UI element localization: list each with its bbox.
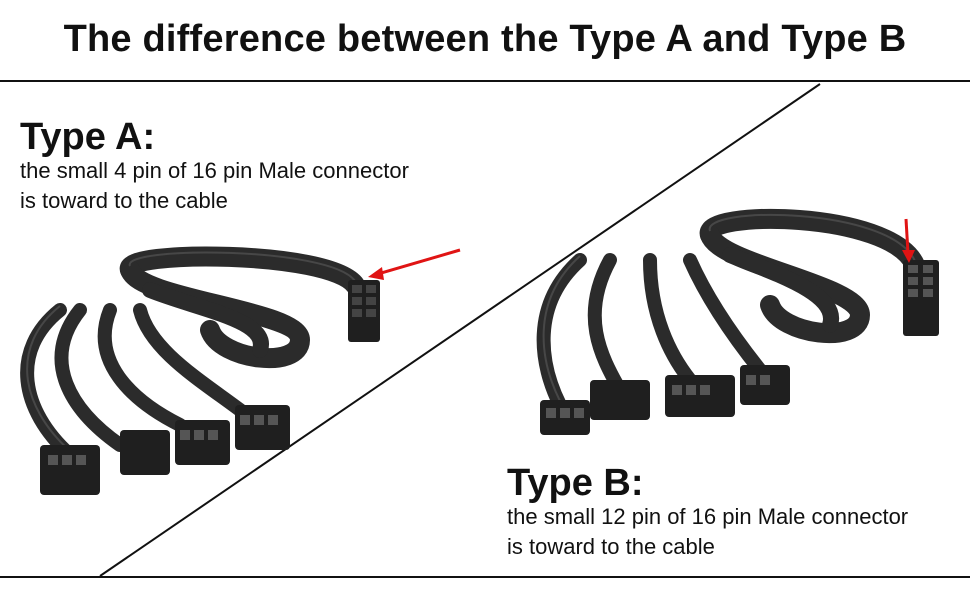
top-divider [0,80,970,82]
type-b-cable-image [536,208,939,435]
type-a-arrow-icon [368,248,461,280]
page-title: The difference between the Type A and Ty… [63,18,907,60]
type-a-description: the small 4 pin of 16 pin Male connector… [20,156,409,216]
type-b-line-2: is toward to the cable [507,534,715,559]
type-a-heading: Type A: [20,116,156,158]
type-b-description: the small 12 pin of 16 pin Male connecto… [507,502,962,562]
type-a-cable-image [20,246,461,495]
type-b-arrow-icon [902,218,915,263]
type-b-line-1: the small 12 pin of 16 pin Male connecto… [507,504,909,529]
type-a-line-2: is toward to the cable [20,188,228,213]
type-a-line-1: the small 4 pin of 16 pin Male connector [20,158,409,183]
type-b-heading: Type B: [507,462,644,504]
bottom-divider [0,576,970,578]
